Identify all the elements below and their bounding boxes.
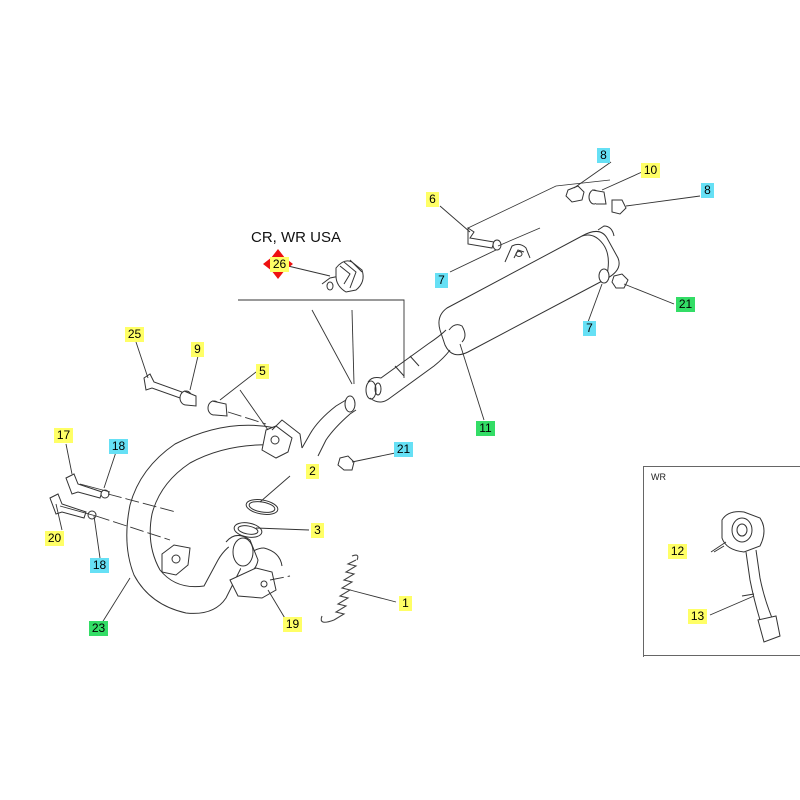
callout-12: 12 xyxy=(668,544,687,559)
callout-25: 25 xyxy=(125,327,144,342)
callout-20: 20 xyxy=(45,531,64,546)
o-ring xyxy=(245,499,279,515)
fasteners xyxy=(49,185,629,520)
seal-ring xyxy=(233,522,263,538)
callout-2: 2 xyxy=(306,464,319,479)
spring xyxy=(320,554,359,623)
callout-9: 9 xyxy=(191,342,204,357)
callout-8-right: 8 xyxy=(701,183,714,198)
callout-21-mid: 21 xyxy=(394,442,413,457)
callout-11: 11 xyxy=(476,421,495,436)
callout-1: 1 xyxy=(399,596,412,611)
callout-18-top: 18 xyxy=(109,439,128,454)
silencer-inlet-pipe xyxy=(365,329,451,403)
callout-10: 10 xyxy=(641,163,660,178)
assembly-lines xyxy=(95,411,291,581)
wr-inset-frame-bottom xyxy=(643,655,800,656)
callout-7-left: 7 xyxy=(435,273,448,288)
callout-3: 3 xyxy=(311,523,324,538)
wr-inset-frame xyxy=(643,466,800,657)
callout-19: 19 xyxy=(283,617,302,632)
callout-26: 26 xyxy=(270,257,289,272)
rubber-damper xyxy=(321,259,364,293)
callout-6: 6 xyxy=(426,192,439,207)
wr-inset-part xyxy=(713,511,781,643)
callout-18-bottom: 18 xyxy=(90,558,109,573)
callout-7-right: 7 xyxy=(583,321,596,336)
callout-21-right: 21 xyxy=(676,297,695,312)
callout-13: 13 xyxy=(688,609,707,624)
silencer xyxy=(438,225,620,356)
callout-8-top: 8 xyxy=(597,148,610,163)
callout-5: 5 xyxy=(256,364,269,379)
header-pipe xyxy=(126,424,293,614)
variant-label: CR, WR USA xyxy=(251,229,341,246)
mid-pipe xyxy=(271,395,357,457)
callout-23: 23 xyxy=(89,621,108,636)
wr-inset-label: WR xyxy=(651,472,666,482)
leader-lines xyxy=(55,161,701,627)
callout-17: 17 xyxy=(54,428,73,443)
